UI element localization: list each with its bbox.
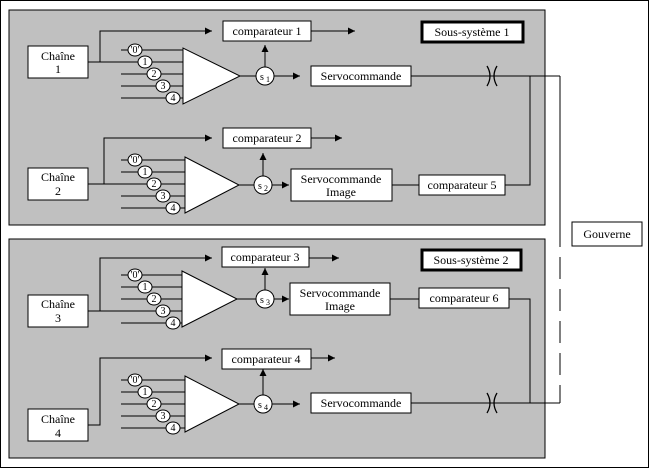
chain-2-box bbox=[27, 167, 89, 201]
gouverne-label: Gouverne bbox=[583, 227, 630, 241]
servo-image-2-line1: Servocommande bbox=[300, 286, 381, 300]
servo-image-1-line1: Servocommande bbox=[301, 172, 382, 186]
chain-1-group: Chaîne 1 '0' 1 2 3 4 bbox=[27, 20, 560, 105]
svg-text:4: 4 bbox=[171, 203, 176, 214]
chain-1-box bbox=[27, 45, 89, 79]
comparator-4-box bbox=[221, 348, 312, 370]
svg-text:4: 4 bbox=[264, 403, 268, 412]
comparator-3-label: comparateur 3 bbox=[231, 250, 300, 264]
comparator-6-label: comparateur 6 bbox=[430, 291, 499, 305]
svg-text:1: 1 bbox=[143, 282, 148, 293]
comparator-3-box bbox=[221, 246, 310, 268]
chain-1-number: 1 bbox=[55, 62, 61, 76]
comparator-6-box bbox=[418, 287, 510, 309]
chain-3-group: Chaîne 3 '0' 1 2 3 4 bbox=[27, 246, 531, 403]
svg-text:3: 3 bbox=[161, 306, 166, 317]
svg-text:1: 1 bbox=[143, 167, 148, 178]
chain-2-input-circles: '0' 1 2 3 4 bbox=[127, 153, 181, 215]
svg-text:4: 4 bbox=[171, 93, 176, 104]
coupling-symbol-bottom bbox=[486, 392, 498, 414]
comparator-2-box bbox=[222, 127, 312, 149]
servo-image-1-line2: Image bbox=[326, 185, 356, 199]
svg-text:2: 2 bbox=[152, 399, 157, 410]
chain-3-label: Chaîne bbox=[41, 297, 75, 311]
svg-text:3: 3 bbox=[161, 81, 166, 92]
svg-text:s: s bbox=[258, 181, 262, 192]
chain-4-signal-circle bbox=[253, 394, 273, 414]
comparator-1-box bbox=[222, 20, 312, 42]
chain-2-group: Chaîne 2 '0' 1 2 3 4 bbox=[27, 76, 531, 215]
chain-4-number: 4 bbox=[55, 426, 61, 440]
chain-2-number: 2 bbox=[55, 184, 61, 198]
servo-1-label: Servocommande bbox=[321, 69, 402, 83]
svg-text:'0': '0' bbox=[131, 45, 140, 56]
servo-2-box bbox=[310, 392, 412, 414]
svg-text:1: 1 bbox=[143, 57, 148, 68]
subsystem-2-title-box: Sous-système 2 bbox=[420, 248, 523, 272]
svg-text:3: 3 bbox=[161, 191, 166, 202]
subsystem-1-title: Sous-système 1 bbox=[435, 25, 510, 39]
servo-image-1-box bbox=[290, 168, 393, 202]
svg-text:2: 2 bbox=[152, 294, 157, 305]
svg-text:2: 2 bbox=[152, 69, 157, 80]
chain-4-group: Chaîne 4 '0' 1 2 3 4 bbox=[27, 348, 560, 442]
chain-4-box bbox=[27, 408, 89, 442]
svg-text:4: 4 bbox=[171, 423, 176, 434]
svg-text:'0': '0' bbox=[131, 155, 140, 166]
chain-1-input-circles: '0' 1 2 3 4 bbox=[127, 43, 181, 105]
comparator-5-box bbox=[418, 174, 506, 196]
svg-text:3: 3 bbox=[161, 411, 166, 422]
svg-text:2: 2 bbox=[264, 184, 268, 193]
svg-text:1: 1 bbox=[143, 387, 148, 398]
comparator-5-label: comparateur 5 bbox=[428, 178, 497, 192]
chain-2-signal-circle bbox=[253, 175, 273, 195]
chain-2-label: Chaîne bbox=[41, 170, 75, 184]
chain-4-label: Chaîne bbox=[41, 412, 75, 426]
svg-text:'0': '0' bbox=[131, 270, 140, 281]
gouverne-box bbox=[571, 221, 643, 247]
subsystem-2-title: Sous-système 2 bbox=[434, 253, 509, 267]
coupling-symbol-top bbox=[486, 65, 498, 87]
chain-1-label: Chaîne bbox=[41, 49, 75, 63]
svg-text:2: 2 bbox=[152, 179, 157, 190]
servo-image-2-line2: Image bbox=[325, 299, 355, 313]
chain-4-input-circles: '0' 1 2 3 4 bbox=[127, 373, 181, 435]
comparator-2-label: comparateur 2 bbox=[233, 131, 302, 145]
chain-1-signal-circle bbox=[255, 66, 275, 86]
svg-text:3: 3 bbox=[266, 298, 270, 307]
svg-text:4: 4 bbox=[171, 318, 176, 329]
subsystem-1-title-box: Sous-système 1 bbox=[420, 20, 525, 44]
servo-image-2-box bbox=[289, 282, 391, 316]
svg-text:s: s bbox=[260, 295, 264, 306]
chain-3-number: 3 bbox=[55, 311, 61, 325]
servo-2-label: Servocommande bbox=[321, 396, 402, 410]
comparator-4-label: comparateur 4 bbox=[232, 352, 301, 366]
comparator-1-label: comparateur 1 bbox=[233, 24, 302, 38]
chain-3-signal-circle bbox=[255, 289, 275, 309]
servo-1-box bbox=[310, 65, 412, 87]
svg-text:s: s bbox=[258, 400, 262, 411]
chain-3-input-circles: '0' 1 2 3 4 bbox=[127, 268, 181, 330]
svg-text:s: s bbox=[260, 72, 264, 83]
svg-text:'0': '0' bbox=[131, 375, 140, 386]
svg-text:1: 1 bbox=[266, 75, 270, 84]
